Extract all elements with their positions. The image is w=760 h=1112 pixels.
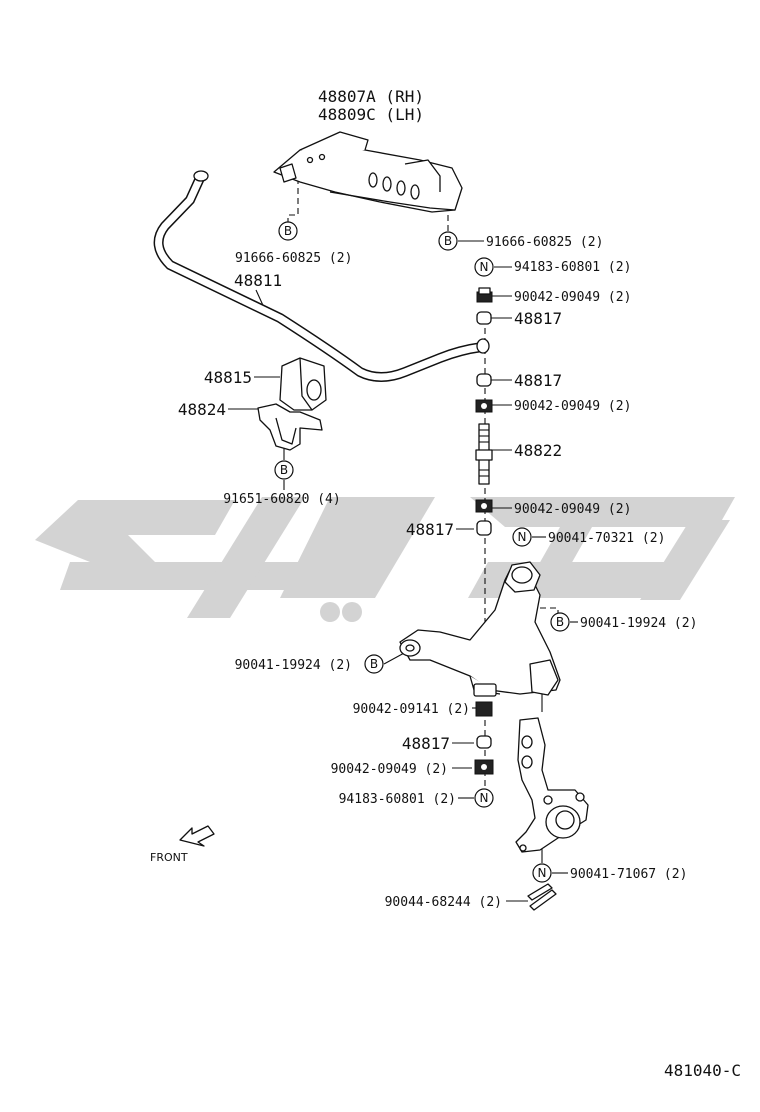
upper-link-stack	[475, 287, 493, 413]
part-number-label: 91666-60825 (2)	[486, 235, 603, 250]
part-number-label: 48809C (LH)	[318, 105, 424, 124]
front-label: FRONT	[150, 851, 188, 864]
part-number-label: 90042-09049 (2)	[331, 762, 448, 777]
marker-letter: B	[284, 224, 292, 238]
lower-link-stack	[475, 499, 493, 536]
stabilizer-bracket	[273, 131, 463, 213]
marker-n-icon	[512, 527, 532, 547]
part-number-label: 90041-70321 (2)	[548, 531, 665, 546]
part-number-label: 90041-71067 (2)	[570, 867, 687, 882]
part-number-label: 48817	[514, 309, 562, 328]
marker-n-icon	[474, 257, 494, 277]
stabilizer-link-bolt	[475, 423, 493, 485]
part-number-label: 48811	[234, 271, 282, 290]
marker-b-icon	[364, 654, 384, 674]
part-number-label: 94183-60801 (2)	[514, 260, 631, 275]
marker-letter: B	[444, 234, 452, 248]
front-arrow-icon	[179, 825, 215, 847]
part-number-label: 48815	[204, 368, 252, 387]
part-number-label: 48817	[514, 371, 562, 390]
part-number-label: 48817	[402, 734, 450, 753]
bushing-clamp	[257, 403, 323, 451]
marker-letter: B	[370, 657, 378, 671]
part-number-label: 48824	[178, 400, 226, 419]
marker-letter: N	[518, 530, 527, 544]
marker-letter: B	[556, 615, 564, 629]
part-number-label: 90044-68244 (2)	[385, 895, 502, 910]
part-number-label: 90042-09049 (2)	[514, 502, 631, 517]
marker-letter: B	[280, 463, 288, 477]
watermark-logo	[35, 497, 735, 622]
marker-b-icon	[438, 231, 458, 251]
marker-letter: N	[480, 260, 489, 274]
part-number-label: 48822	[514, 441, 562, 460]
marker-n-icon	[474, 788, 494, 808]
diagram-code: 481040-C	[664, 1061, 741, 1080]
part-number-label: 90042-09049 (2)	[514, 290, 631, 305]
part-number-label: 91666-60825 (2)	[235, 251, 352, 266]
part-number-label: 94183-60801 (2)	[339, 792, 456, 807]
part-number-label: 48807A (RH)	[318, 87, 424, 106]
stabilizer-bar	[153, 170, 490, 382]
marker-letter: N	[480, 791, 489, 805]
bottom-link-stack	[473, 683, 497, 775]
part-number-label: 90041-19924 (2)	[235, 658, 352, 673]
part-number-label: 48817	[406, 520, 454, 539]
part-labels: 48807A (RH)48809C (LH) 91666-60825 (2) B 91…	[178, 87, 698, 910]
part-number-label: 90042-09141 (2)	[353, 702, 470, 717]
part-number-label: 91651-60820 (4)	[223, 492, 340, 507]
marker-b-icon	[550, 612, 570, 632]
stabilizer-bushing	[279, 357, 327, 411]
marker-b-icon	[274, 460, 294, 480]
marker-b-icon	[278, 221, 298, 241]
marker-n-icon	[532, 863, 552, 883]
steering-knuckle	[515, 717, 589, 853]
cotter-pin	[527, 883, 557, 911]
part-number-label: 90042-09049 (2)	[514, 399, 631, 414]
part-number-label: 90041-19924 (2)	[580, 616, 697, 631]
marker-letter: N	[538, 866, 547, 880]
